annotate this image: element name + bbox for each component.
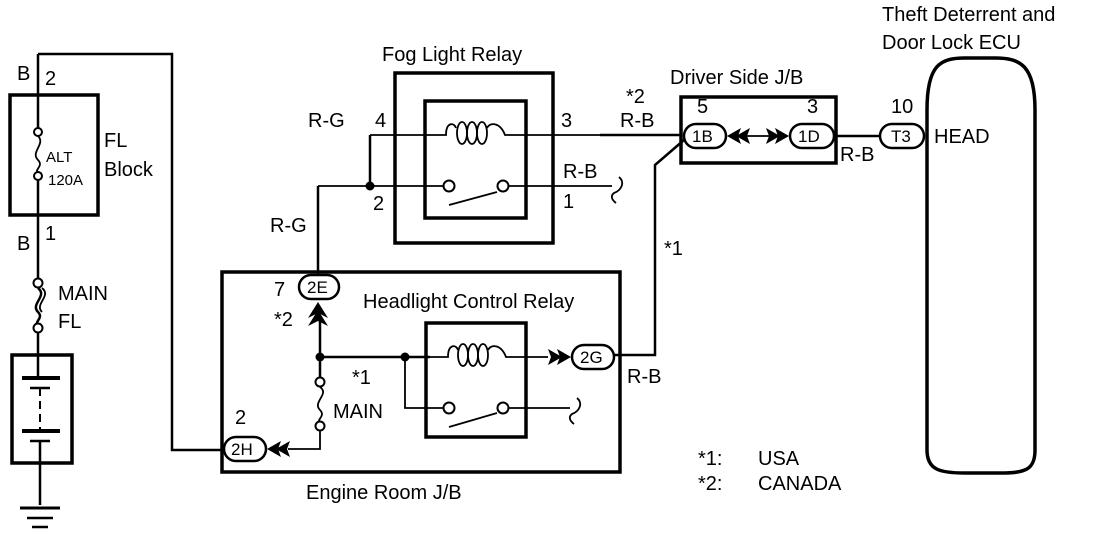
fog-relay-inner-box [423,99,528,220]
connector-1d-label: 1D [798,127,820,146]
note-star1-main: *1 [352,367,371,389]
wire-break-icon [610,176,624,204]
connector-2h-label: 2H [231,440,253,459]
theft-deterrent-ecu: Theft Deterrent and Door Lock ECU 10 T3 … [878,4,1055,475]
connector-2e-label: 2E [307,278,328,297]
ecu-title-1: Theft Deterrent and [882,4,1055,26]
connector-2h-pin: 2 [235,407,246,429]
legend: *1: USA *2: CANADA [698,448,842,495]
connector-arrow-icon [308,302,328,326]
connector-t3 [878,122,926,150]
headlight-control-relay [424,321,582,439]
note-star2-fog: *2 [626,86,645,108]
wire-color-b-bottom: B [17,233,30,255]
wire [288,431,321,450]
fl-block-box [8,93,100,217]
fog-relay-title: Fog Light Relay [382,44,522,66]
note-star1-riser: *1 [664,238,683,260]
connector-arrow-icon [727,128,750,144]
fl-pin-1: 1 [45,223,56,245]
coil-icon [456,121,624,145]
connector-2g [570,343,616,371]
legend-key-1: *1: [698,448,722,470]
legend-value-1: USA [758,448,800,470]
alt-fuse-rating: 120A [48,172,83,189]
fog-pin-4: 4 [375,110,386,132]
junction-dot [365,181,375,191]
fog-pin-2: 2 [373,193,384,215]
wire-color-rb-2g: R-B [627,366,661,388]
main-fl-label-2: FL [58,311,81,333]
coil-lead [370,123,457,136]
wire-color-rb-jb-to-ecu: R-B [840,144,874,166]
fl-block: B 2 FL Block ALT 120A B 1 [8,63,154,255]
connector-1b [682,122,728,150]
engine-jb-title: Engine Room J/B [306,482,462,504]
switch-blade-icon [448,412,498,428]
switch-contact-icon [496,179,510,193]
main-fl-label-1: MAIN [58,283,108,305]
fog-light-relay: Fog Light Relay 4 3 2 1 R-B [318,44,624,245]
wire-color-rb-fog-to-jb: R-B [620,110,654,132]
headlight-relay-box [424,321,528,439]
fl-block-label-1: FL [104,130,127,152]
ecu-title-2: Door Lock ECU [882,32,1021,54]
switch-contact-icon [442,401,456,415]
wire-color-rg-lower: R-G [270,215,307,237]
coil-lead [430,345,459,358]
ecu-pin-10: 10 [891,96,913,118]
connector-t3-label: T3 [891,127,911,146]
connector-2g-label: 2G [580,348,603,367]
connector-arrow-icon [548,349,571,365]
switch-blade-icon [448,191,498,206]
driver-jb-box [679,95,838,165]
wire-break-icon [568,397,582,425]
ecu-terminal-head: HEAD [934,126,990,148]
switch-contact-icon [442,179,456,193]
connector-2e-pin: 7 [274,279,285,301]
fl-pin-2: 2 [45,68,56,90]
connector-arrow-icon [267,441,290,457]
engine-room-jb: Engine Room J/B 2E 7 *2 *1 MAIN 2 2H Hea… [220,265,622,504]
engine-jb-box [220,270,622,474]
driver-jb-title: Driver Side J/B [670,67,803,89]
headlight-relay-title: Headlight Control Relay [363,291,574,313]
battery-icon [10,353,74,505]
fog-relay-outer-box [393,71,555,245]
note-star2-2e: *2 [274,309,293,331]
connector-1b-label: 1B [692,127,713,146]
wire [404,357,443,409]
legend-key-2: *2: [698,473,722,495]
ecu-body [925,56,1037,475]
fog-pin-1: 1 [563,191,574,213]
wire-color-b-top: B [17,63,30,85]
driver-side-jb: Driver Side J/B 5 3 1B 1D [670,67,838,165]
legend-value-2: CANADA [758,473,842,495]
driver-jb-pin-3: 3 [807,96,818,118]
connector-2h [222,435,268,463]
ground-icon [20,506,60,529]
main-fl-fuse-icon [32,277,46,334]
fl-block-label-2: Block [104,159,154,181]
wire-rb-2g-to-1b [612,139,685,357]
driver-jb-pin-5: 5 [697,96,708,118]
main-fuse-label: MAIN [333,401,383,423]
wire-color-rg-upper: R-G [308,110,345,132]
fog-pin-3: 3 [561,110,572,132]
connector-arrow-icon [766,128,789,144]
wire-b-to-2h [38,52,224,452]
alt-fuse-icon [33,127,43,181]
switch-contact-icon [496,401,510,415]
coil-icon [457,343,548,367]
wire-color-rb-fog-out: R-B [563,161,597,183]
main-fuse-icon [314,376,326,432]
alt-fuse-label: ALT [46,149,72,166]
